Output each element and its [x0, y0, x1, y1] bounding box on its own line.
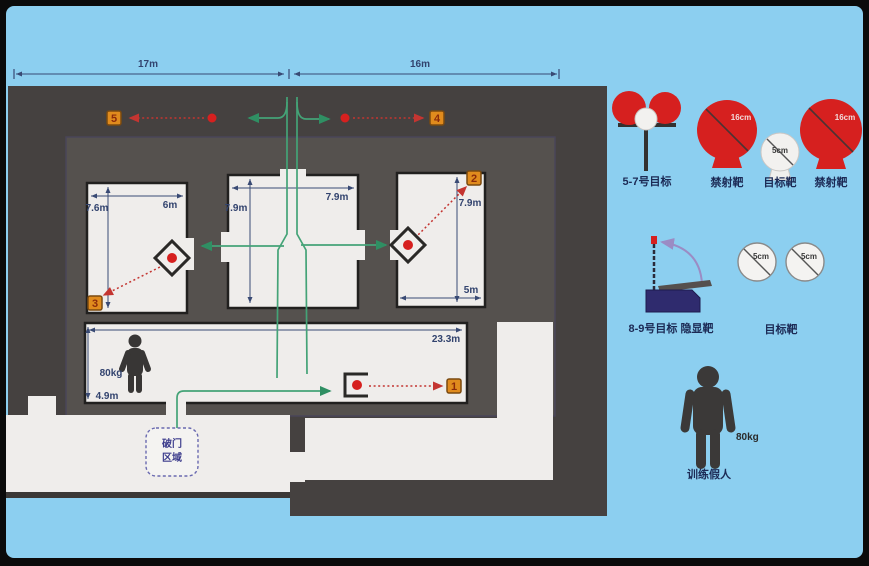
- middle-room-top-door: [280, 169, 306, 181]
- small-target-size: 5cm: [801, 252, 817, 261]
- badge-3: 3: [87, 295, 103, 311]
- dim-right-room-h: 7.9m: [459, 198, 482, 209]
- red-dot-5: [207, 113, 217, 123]
- dim-left-room-w: 6m: [163, 200, 178, 211]
- legend-ball-stand: 5-7号目标: [612, 91, 681, 188]
- legend-flip-device: 8-9号目标 隐显靶: [629, 236, 714, 335]
- legend-stand-label: 5-7号目标: [623, 174, 672, 188]
- legend-dummy-figure: [680, 366, 736, 469]
- flip-target-tip: [651, 236, 657, 244]
- right-corridor: [497, 322, 553, 480]
- badges: 5 4 2 3 1: [87, 110, 482, 394]
- badge-4: 4: [429, 110, 445, 126]
- middle-room-left-door: [221, 232, 235, 262]
- legend-dummy-weight: 80kg: [736, 432, 759, 443]
- red-ball-right-room: [403, 240, 413, 250]
- room-dimensions: 7.6m 6m 7.9m 7.9m 7.9m 5m 23.3m 4.9m: [85, 177, 482, 402]
- dim-16m: 16m: [410, 59, 430, 70]
- legend: 5-7号目标 16cm 5cm 16cm 禁射靶 目标靶 禁射靶: [612, 91, 862, 481]
- plan-dummy-figure: [119, 334, 151, 393]
- breach-label-line2: 区域: [162, 451, 182, 464]
- dim-mid-room-w: 7.9m: [326, 192, 349, 203]
- top-dimensions: 17m 16m: [13, 59, 560, 79]
- svg-text:3: 3: [92, 298, 98, 310]
- route-breach-arrow: [176, 385, 332, 428]
- breach-area-callout: 破门 区域: [145, 427, 199, 477]
- route-vertical-right: [296, 97, 308, 375]
- corridor-doorway: [289, 452, 305, 482]
- bottom-left-wall-line: [6, 492, 290, 498]
- dim-right-room-w: 5m: [464, 285, 479, 296]
- dim-bottom-room-h: 4.9m: [96, 391, 119, 402]
- small-target-size: 5cm: [753, 252, 769, 261]
- target-lines: [102, 113, 468, 391]
- dim-left-room-h: 7.6m: [86, 203, 109, 214]
- no-shoot-label: 禁射靶: [815, 175, 848, 189]
- svg-text:5: 5: [111, 113, 117, 125]
- left-wall-notch: [28, 396, 56, 416]
- svg-text:2: 2: [471, 173, 477, 185]
- route-top-right-arrow: [296, 101, 331, 125]
- no-shoot-label: 禁射靶: [711, 175, 744, 189]
- route-vertical-left: [276, 97, 288, 379]
- plan-dummy-weight: 80kg: [100, 368, 123, 379]
- small-targets-label: 目标靶: [765, 322, 798, 336]
- svg-text:4: 4: [434, 113, 441, 125]
- badge-2: 2: [466, 170, 482, 186]
- no-shoot-size: 16cm: [731, 113, 751, 122]
- dim-mid-room-h: 7.9m: [225, 203, 248, 214]
- flip-motion-arrow: [660, 237, 703, 285]
- target-label: 目标靶: [764, 175, 797, 189]
- red-ball-bottom-room: [352, 380, 362, 390]
- legend-dummy-label: 训练假人: [687, 467, 732, 481]
- legend-ball-row: 16cm 5cm 16cm 禁射靶 目标靶 禁射靶: [697, 99, 862, 189]
- breach-label-line1: 破门: [162, 437, 182, 450]
- svg-text:1: 1: [451, 381, 457, 393]
- floor-plan: 17m 16m 7.6m 6m 7.9m 7.9m 7.9m 5m 23.3m …: [6, 59, 607, 516]
- dim-17m: 17m: [138, 59, 158, 70]
- target-ball-size: 5cm: [772, 146, 788, 155]
- legend-small-targets: 5cm 5cm 目标靶: [737, 242, 825, 336]
- badge-5: 5: [106, 110, 122, 126]
- red-ball-left-room: [167, 253, 177, 263]
- route-top-left-arrow: [247, 101, 288, 124]
- dim-bottom-room-w: 23.3m: [432, 334, 460, 345]
- white-target-ball: [634, 107, 658, 131]
- breach-doorway: [166, 400, 186, 418]
- red-dot-4: [340, 113, 350, 123]
- no-shoot-size: 16cm: [835, 113, 855, 122]
- badge-1: 1: [446, 378, 462, 394]
- legend-flip-label: 8-9号目标 隐显靶: [629, 321, 714, 335]
- assault-routes: [176, 97, 388, 428]
